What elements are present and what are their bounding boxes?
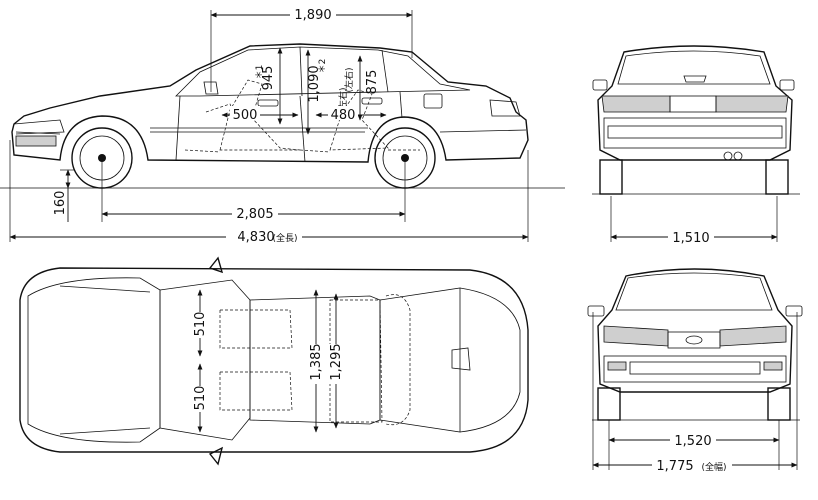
front-seat-width-lower-label: 510 [193, 386, 208, 411]
rear-legroom-label: 480 [331, 108, 356, 123]
front-seat-width-upper-label: 510 [193, 312, 208, 337]
cabin-height-label: 1,090 [307, 65, 322, 102]
wheelbase-label: 2,805 [236, 207, 273, 222]
front-headroom-label: 945 [261, 66, 276, 91]
front-shoulder-width-label: 1,385 [309, 343, 324, 380]
rear-headroom-note: (左右) [343, 67, 355, 92]
overall-width-label: 1,775 [656, 459, 693, 474]
rear-left-tire [599, 159, 623, 195]
rear-view: 1,510 [592, 45, 800, 246]
side-dimensions: 1,890 ＊1 945 ＊2 1,090 (左右) (左右) 875 500 … [9, 6, 529, 245]
front-view: 1,520 1,775 (全幅) [587, 268, 803, 474]
rear-shoulder-width-label: 1,295 [329, 343, 344, 380]
ground-clearance-label: 160 [53, 191, 68, 216]
rear-body-outline [597, 45, 793, 161]
rear-headroom-mark: ＊2 [318, 59, 328, 74]
front-headroom-mark: ＊1 [255, 65, 265, 80]
rear-track-label: 1,510 [672, 231, 709, 246]
top-view: 510 510 1,385 1,295 [19, 256, 529, 466]
front-track-label: 1,520 [674, 434, 711, 449]
side-view [0, 43, 565, 189]
front-right-tire [767, 387, 791, 421]
top-body-outline [19, 267, 529, 453]
roof-length-label: 1,890 [294, 8, 331, 23]
overall-width-note: (全幅) [701, 461, 726, 473]
rear-headroom-label: 875 [365, 70, 380, 95]
front-left-tire [597, 387, 621, 421]
front-body-outline [597, 268, 793, 393]
overall-length-label: 4,830 [237, 230, 274, 245]
overall-length-note: (全長) [272, 232, 297, 244]
side-body-outline [11, 43, 529, 163]
rear-right-tire [765, 159, 789, 195]
front-legroom-label: 500 [233, 108, 258, 123]
